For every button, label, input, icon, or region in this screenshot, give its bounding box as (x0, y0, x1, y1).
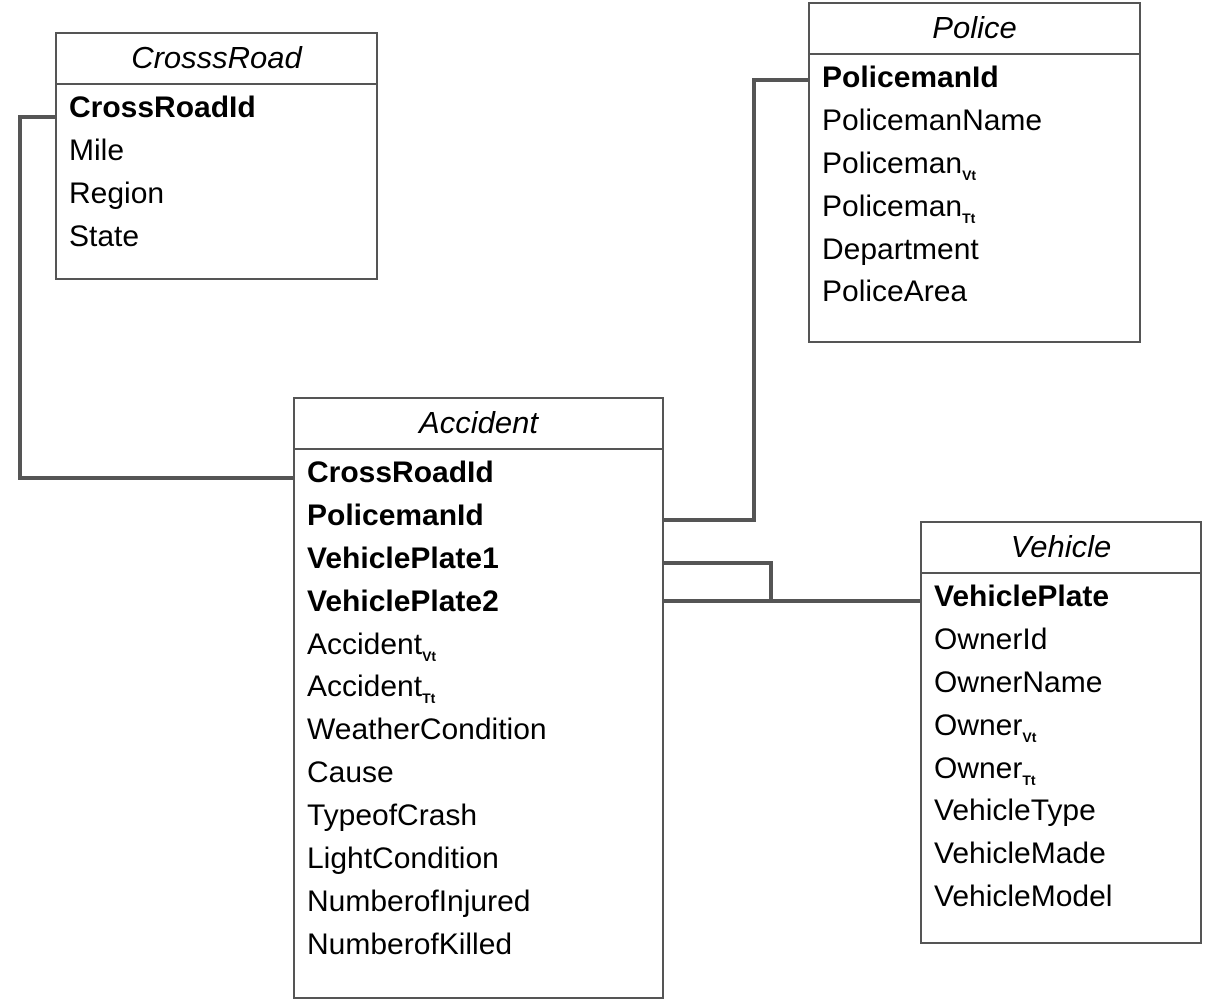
attribute-policemanname[interactable]: PolicemanName (810, 100, 1139, 143)
attribute-ownername[interactable]: OwnerName (922, 662, 1200, 705)
attribute-label: WeatherCondition (307, 713, 547, 747)
attribute-accident-tt[interactable]: AccidentTt (295, 666, 662, 709)
attribute-label: Region (69, 176, 165, 210)
entity-title-police: Police (810, 4, 1139, 55)
attribute-vehicleplate[interactable]: VehiclePlate (922, 576, 1200, 619)
connector-police-accident (664, 78, 808, 522)
entity-vehicle[interactable]: Vehicle VehiclePlate OwnerId OwnerName O… (920, 521, 1202, 944)
attribute-policearea[interactable]: PoliceArea (810, 271, 1139, 314)
attribute-subscript: Tt (962, 209, 976, 226)
attribute-label: VehicleMade (934, 837, 1106, 871)
attribute-list-police: PolicemanId PolicemanName PolicemanVt Po… (810, 55, 1139, 322)
attribute-label: PolicemanId (307, 498, 484, 532)
attribute-label: Accident (307, 670, 423, 704)
connector-accident-vehicle-plate1 (664, 561, 773, 601)
attribute-numberofinjured[interactable]: NumberofInjured (295, 881, 662, 924)
attribute-label: NumberofInjured (307, 884, 531, 918)
entity-title-vehicle: Vehicle (922, 523, 1200, 574)
attribute-vehicleplate2[interactable]: VehiclePlate2 (295, 581, 662, 624)
attribute-vehicletype[interactable]: VehicleType (922, 790, 1200, 833)
attribute-policemanid[interactable]: PolicemanId (295, 495, 662, 538)
attribute-state[interactable]: State (57, 216, 376, 259)
entity-accident[interactable]: Accident CrossRoadId PolicemanId Vehicle… (293, 397, 664, 999)
attribute-vehicleplate1[interactable]: VehiclePlate1 (295, 538, 662, 581)
attribute-vehiclemade[interactable]: VehicleMade (922, 833, 1200, 876)
attribute-owner-vt[interactable]: OwnerVt (922, 705, 1200, 748)
attribute-crossroadid[interactable]: CrossRoadId (295, 452, 662, 495)
attribute-label: VehicleModel (934, 880, 1113, 914)
attribute-ownerid[interactable]: OwnerId (922, 619, 1200, 662)
attribute-subscript: Vt (422, 647, 437, 664)
attribute-label: Cause (307, 756, 394, 790)
attribute-label: Policeman (822, 189, 963, 223)
attribute-label: VehiclePlate2 (307, 584, 499, 618)
entity-crosssroad[interactable]: CrosssRoad CrossRoadId Mile Region State (55, 32, 378, 280)
attribute-subscript: Vt (1022, 728, 1037, 745)
attribute-subscript: Tt (1022, 771, 1036, 788)
attribute-vehiclemodel[interactable]: VehicleModel (922, 876, 1200, 919)
attribute-lightcondition[interactable]: LightCondition (295, 838, 662, 881)
attribute-label: Mile (69, 133, 125, 167)
attribute-policeman-vt[interactable]: PolicemanVt (810, 143, 1139, 186)
attribute-label: PoliceArea (822, 275, 968, 309)
attribute-subscript: Vt (962, 166, 977, 183)
entity-title-accident: Accident (295, 399, 662, 450)
attribute-region[interactable]: Region (57, 173, 376, 216)
attribute-label: OwnerId (934, 622, 1048, 656)
attribute-crossroadid[interactable]: CrossRoadId (57, 87, 376, 130)
attribute-label: Accident (307, 627, 423, 661)
attribute-owner-tt[interactable]: OwnerTt (922, 748, 1200, 791)
attribute-mile[interactable]: Mile (57, 130, 376, 173)
attribute-department[interactable]: Department (810, 229, 1139, 272)
entity-title-crosssroad: CrosssRoad (57, 34, 376, 85)
attribute-label: Owner (934, 751, 1023, 785)
attribute-cause[interactable]: Cause (295, 752, 662, 795)
attribute-list-crosssroad: CrossRoadId Mile Region State (57, 85, 376, 267)
attribute-label: PolicemanId (822, 61, 999, 94)
attribute-label: NumberofKilled (307, 927, 513, 961)
attribute-label: PolicemanName (822, 103, 1043, 137)
attribute-list-vehicle: VehiclePlate OwnerId OwnerName OwnerVt O… (922, 574, 1200, 927)
attribute-policemanid[interactable]: PolicemanId (810, 57, 1139, 100)
attribute-label: TypeofCrash (307, 799, 478, 833)
attribute-label: CrossRoadId (307, 456, 494, 489)
attribute-accident-vt[interactable]: AccidentVt (295, 624, 662, 667)
entity-police[interactable]: Police PolicemanId PolicemanName Policem… (808, 2, 1141, 343)
attribute-label: Department (822, 232, 979, 266)
attribute-policeman-tt[interactable]: PolicemanTt (810, 186, 1139, 229)
attribute-label: VehiclePlate1 (307, 541, 499, 575)
attribute-label: Owner (934, 708, 1023, 742)
attribute-subscript: Tt (422, 690, 436, 707)
attribute-typeofcrash[interactable]: TypeofCrash (295, 795, 662, 838)
attribute-label: LightCondition (307, 842, 499, 876)
attribute-numberofkilled[interactable]: NumberofKilled (295, 924, 662, 967)
attribute-list-accident: CrossRoadId PolicemanId VehiclePlate1 Ve… (295, 450, 662, 975)
attribute-label: CrossRoadId (69, 91, 256, 124)
attribute-label: State (69, 219, 140, 253)
attribute-label: OwnerName (934, 665, 1103, 699)
attribute-label: VehicleType (934, 794, 1096, 828)
attribute-weathercondition[interactable]: WeatherCondition (295, 709, 662, 752)
attribute-label: VehiclePlate (934, 580, 1110, 613)
attribute-label: Policeman (822, 146, 963, 180)
